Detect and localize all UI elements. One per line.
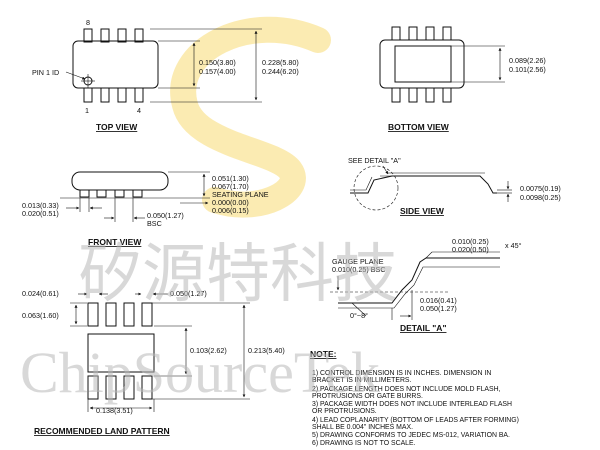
see-detail-label: SEE DETAIL "A" bbox=[348, 156, 401, 165]
chamfer-angle: x 45° bbox=[505, 241, 522, 250]
chamfer-max: 0.020(0.50) bbox=[452, 245, 489, 254]
bottom-view-title: BOTTOM VIEW bbox=[388, 122, 450, 132]
pin-1-label: 1 bbox=[85, 106, 89, 115]
note-line: BRACKET IS IN MILLIMETERS. bbox=[312, 377, 412, 384]
note-line: OR PROTRUSIONS. bbox=[312, 408, 377, 415]
note-line: SHALL BE 0.004" INCHES MAX. bbox=[312, 424, 413, 431]
pin-8-label: 8 bbox=[86, 18, 90, 27]
lead-width-max: 0.020(0.51) bbox=[22, 209, 59, 218]
detail-a-title: DETAIL "A" bbox=[400, 323, 446, 333]
notes: NOTE: 1) CONTROL DIMENSION IS IN INCHES.… bbox=[310, 349, 519, 447]
overall-width-min: 0.228(5.80) bbox=[262, 58, 299, 67]
land-pad-length: 0.063(1.60) bbox=[22, 311, 59, 320]
standoff-min: 0.000(0.00) bbox=[212, 198, 249, 207]
top-view: 8 PIN 1 ID 1 4 0.150(3.80) 0.157(4.00) 0… bbox=[32, 18, 299, 132]
detail-a-circle bbox=[353, 165, 399, 211]
note-line: 6) DRAWING IS NOT TO SCALE. bbox=[312, 440, 416, 447]
gauge-plane-label: GAUGE PLANE bbox=[332, 257, 384, 266]
land-pitch: 0.050(1.27) bbox=[170, 289, 207, 298]
thickness-max: 0.0098(0.25) bbox=[520, 193, 561, 202]
package-body bbox=[72, 40, 159, 89]
land-pad-width: 0.024(0.61) bbox=[22, 289, 59, 298]
body-width-min: 0.150(3.80) bbox=[199, 58, 236, 67]
pad-dim-max: 0.101(2.56) bbox=[509, 65, 546, 74]
note-line: PROTRUSIONS OR GATE BURRS. bbox=[312, 393, 423, 400]
note-line: 4) LEAD COPLANARITY (BOTTOM OF LEADS AFT… bbox=[312, 417, 519, 424]
top-view-title: TOP VIEW bbox=[96, 122, 138, 132]
pitch-value: 0.050(1.27) bbox=[147, 211, 184, 220]
front-view: 0.051(1.30) 0.067(1.70) SEATING PLANE 0.… bbox=[22, 171, 269, 247]
gauge-plane-value: 0.010(0.25) BSC bbox=[332, 265, 386, 274]
pitch-bsc: BSC bbox=[147, 219, 162, 228]
lead-width-min: 0.013(0.33) bbox=[22, 201, 59, 210]
land-pattern: 0.024(0.61) 0.063(1.60) 0.050(1.27) 0.10… bbox=[22, 289, 285, 436]
front-view-title: FRONT VIEW bbox=[88, 237, 142, 247]
chamfer-min: 0.010(0.25) bbox=[452, 237, 489, 246]
notes-heading: NOTE: bbox=[310, 349, 337, 359]
pad-dim-min: 0.089(2.26) bbox=[509, 56, 546, 65]
foot-max: 0.050(1.27) bbox=[420, 304, 457, 313]
note-line: 2) PACKAGE LENGTH DOES NOT INCLUDE MOLD … bbox=[312, 386, 501, 393]
foot-min: 0.016(0.41) bbox=[420, 296, 457, 305]
seating-plane-label: SEATING PLANE bbox=[212, 190, 269, 199]
body-width-max: 0.157(4.00) bbox=[199, 67, 236, 76]
thickness-min: 0.0075(0.19) bbox=[520, 184, 561, 193]
land-row-width: 0.138(3.51) bbox=[96, 406, 133, 415]
pin1-id-label: PIN 1 ID bbox=[32, 68, 59, 77]
note-line: 1) CONTROL DIMENSION IS IN INCHES. DIMEN… bbox=[312, 370, 491, 377]
note-line: 3) PACKAGE WIDTH DOES NOT INCLUDE INTERL… bbox=[312, 401, 512, 408]
logo-swoosh bbox=[170, 16, 331, 218]
side-view-title: SIDE VIEW bbox=[400, 206, 445, 216]
note-line: 5) DRAWING CONFORMS TO JEDEC MS-012, VAR… bbox=[312, 432, 510, 439]
height-min: 0.051(1.30) bbox=[212, 174, 249, 183]
bottom-view: 0.089(2.26) 0.101(2.56) BOTTOM VIEW bbox=[379, 26, 546, 132]
land-overall: 0.213(5.40) bbox=[248, 346, 285, 355]
land-pad-span: 0.103(2.62) bbox=[190, 346, 227, 355]
watermark-cn: 矽源特科技 bbox=[78, 238, 398, 312]
angle-label: 0°~8° bbox=[350, 311, 368, 320]
standoff-max: 0.006(0.15) bbox=[212, 206, 249, 215]
land-pattern-title: RECOMMENDED LAND PATTERN bbox=[34, 426, 170, 436]
exposed-pad bbox=[394, 45, 452, 83]
pin-4-label: 4 bbox=[137, 106, 141, 115]
side-view: SEE DETAIL "A" 0.0075(0.19) 0.0098(0.25)… bbox=[348, 156, 561, 216]
height-max: 0.067(1.70) bbox=[212, 182, 249, 191]
overall-width-max: 0.244(6.20) bbox=[262, 67, 299, 76]
detail-a: 0.010(0.25) 0.020(0.50) x 45° GAUGE PLAN… bbox=[330, 237, 522, 333]
